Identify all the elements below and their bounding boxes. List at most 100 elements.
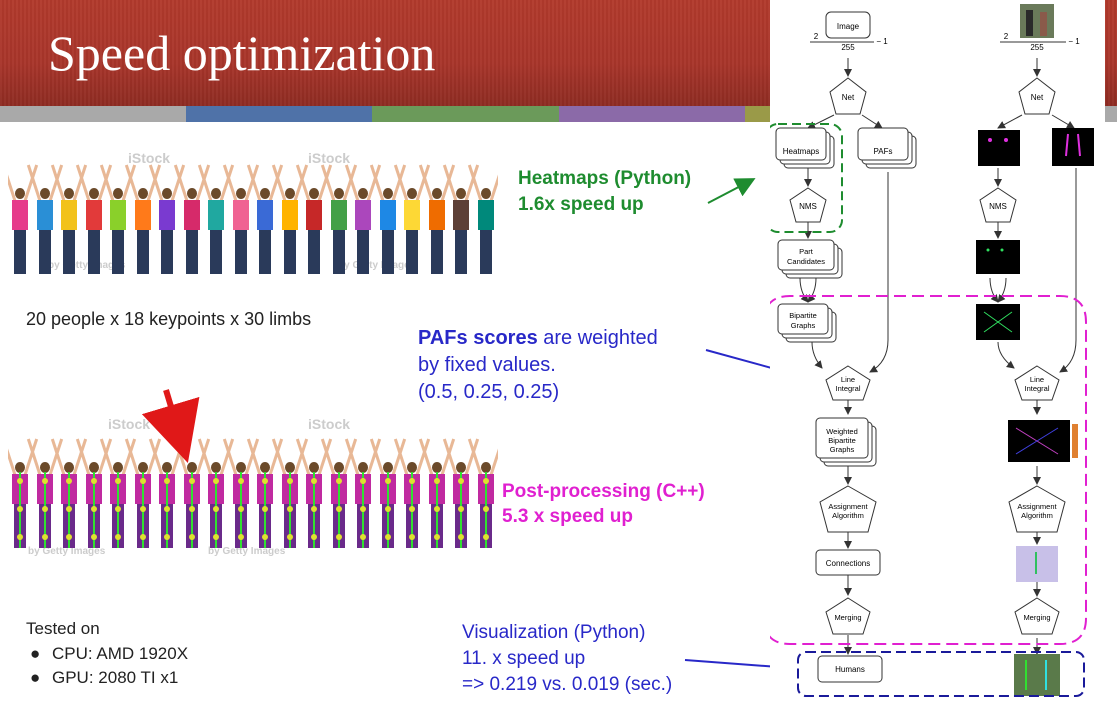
line-integral-label-1: Line [841, 375, 855, 384]
person-figure [369, 434, 406, 554]
line-integral-label-2: Integral [1024, 384, 1049, 393]
bipartite-label-1: Bipartite [789, 311, 817, 320]
part-candidates-label-1: Part [799, 247, 814, 256]
person-figure [197, 434, 235, 554]
assignment-label-1: Assignment [1017, 502, 1057, 511]
bipartite-graphs-node [777, 303, 829, 335]
person-figure [295, 160, 333, 280]
person-figure [8, 434, 39, 554]
person-figure [50, 160, 88, 280]
person-figure [442, 160, 480, 280]
merging-label: Merging [834, 613, 861, 622]
watermark-text: iStock [308, 150, 351, 166]
pafs-node [857, 127, 909, 161]
part-candidates-image [976, 240, 1020, 274]
weighted-label-2: Bipartite [828, 436, 856, 445]
slide-title: Speed optimization [48, 25, 436, 81]
merging-node [825, 597, 871, 635]
part-candidates-label-2: Candidates [787, 257, 825, 266]
heatmaps-note-line2: 1.6x speed up [518, 194, 644, 215]
spec-cpu: ●CPU: AMD 1920X [30, 644, 188, 664]
person-figure [295, 434, 333, 554]
watermark-text: iStock [128, 150, 171, 166]
person-figure [418, 434, 455, 554]
spec-gpu: ●GPU: 2080 TI x1 [30, 668, 178, 688]
person-figure [320, 160, 357, 280]
person-figure [393, 160, 431, 280]
norm-minus: − 1 [876, 37, 888, 46]
heatmaps-note-line1: Heatmaps (Python) [518, 168, 692, 189]
visualization-region [797, 651, 1085, 697]
person-figure [75, 434, 112, 554]
assignment-label-1: Assignment [828, 502, 868, 511]
heatmaps-arrow [707, 178, 756, 204]
pafs-label: PAFs [874, 147, 893, 156]
person-figure [222, 160, 259, 280]
person-figure [197, 160, 235, 280]
input-image-thumbnail [1020, 4, 1054, 38]
credit-text: by Getty Images [338, 260, 416, 271]
pafs-note-line1: PAFs scores are weighted [418, 327, 658, 350]
nms-label: NMS [989, 202, 1007, 211]
line-integral-node [825, 365, 871, 401]
person-figure [344, 160, 382, 280]
person-figure [393, 434, 431, 554]
norm-denominator: 255 [1030, 43, 1044, 52]
assignment-label-2: Algorithm [832, 511, 864, 520]
connections-label: Connections [826, 559, 870, 568]
weighted-graph-image [1008, 420, 1070, 462]
post-note-line2: 5.3 x speed up [502, 506, 633, 527]
person-figure [148, 160, 186, 280]
weighted-label-1: Weighted [826, 427, 858, 436]
person-figure [246, 160, 284, 280]
image-node [825, 11, 871, 39]
assignment-node [819, 485, 877, 533]
line-integral-label-1: Line [1030, 375, 1044, 384]
person-figure [442, 434, 480, 554]
person-figure [75, 160, 112, 280]
net-node [829, 77, 867, 115]
red-pointer-arrow [141, 389, 200, 463]
person-figure [173, 434, 210, 554]
spec-gpu-text: GPU: 2080 TI x1 [52, 668, 179, 687]
paf-image [1052, 128, 1094, 166]
net-label: Net [1031, 93, 1044, 102]
assignment-node [1008, 485, 1066, 533]
credit-text: by Getty Images [208, 546, 286, 557]
weighted-bipartite-node [815, 417, 869, 459]
heatmap-image [978, 130, 1020, 166]
net-label: Net [842, 93, 855, 102]
bullet: ● [30, 644, 41, 663]
vis-note-line1: Visualization (Python) [462, 622, 646, 643]
person-figure [148, 434, 186, 554]
person-figure [271, 434, 308, 554]
humans-output-image [1014, 654, 1060, 696]
person-figure [222, 434, 259, 554]
post-processing-region [763, 295, 1087, 645]
net-node [1018, 77, 1056, 115]
people-caption: 20 people x 18 keypoints x 30 limbs [26, 309, 312, 329]
heatmaps-node [775, 127, 827, 161]
pafs-note-line2: by fixed values. [418, 354, 556, 376]
person-figure [26, 160, 63, 280]
part-candidates-node [777, 239, 835, 271]
pafs-strong: PAFs scores [418, 327, 538, 349]
credit-text: by Getty Images [28, 546, 106, 557]
pose-estimation-photo: iStock iStock by Getty Images by Getty I… [8, 410, 498, 562]
person-figure [50, 434, 88, 554]
credit-text: by Getty Images [48, 260, 126, 271]
line-integral-node [1014, 365, 1060, 401]
nms-label: NMS [799, 202, 817, 211]
watermark-text: iStock [108, 416, 151, 432]
person-figure [124, 434, 161, 554]
vis-note-line3: => 0.219 vs. 0.019 (sec.) [462, 674, 673, 695]
person-figure [26, 434, 63, 554]
norm-numerator: 2 [814, 32, 819, 41]
connections-node [815, 549, 881, 576]
pipeline-svg: Image 2 255 − 1 2 255 − 1 Net Net Heatma… [763, 4, 1094, 697]
assignment-label-2: Algorithm [1021, 511, 1053, 520]
person-figure [173, 160, 210, 280]
vis-note-line2: 11. x speed up [462, 648, 586, 669]
person-figure [467, 434, 498, 554]
humans-node [817, 655, 883, 683]
